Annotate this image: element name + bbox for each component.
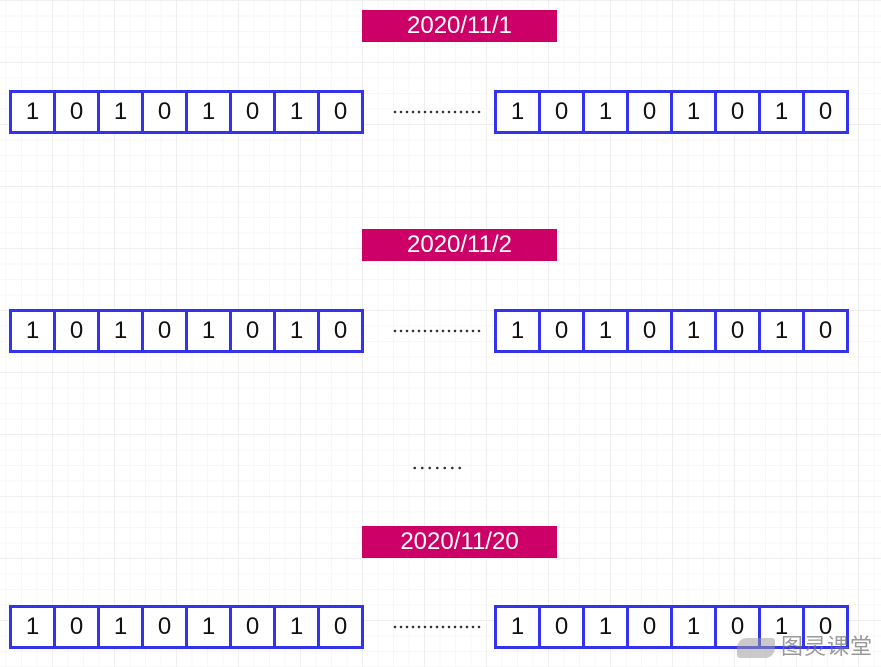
watermark-logo-icon <box>736 638 775 658</box>
bit-cell: 1 <box>9 309 56 353</box>
bit-array-left-3: 1 0 1 0 1 0 1 0 <box>9 605 385 649</box>
bit-cell: 0 <box>317 309 364 353</box>
bit-array-left-2: 1 0 1 0 1 0 1 0 <box>9 309 385 353</box>
bit-cell: 1 <box>185 605 232 649</box>
bit-cell: 1 <box>582 90 629 134</box>
bit-cell: 0 <box>802 309 849 353</box>
bit-cell: 0 <box>626 90 673 134</box>
bit-cell: 1 <box>670 309 717 353</box>
bit-array-right-1: 1 0 1 0 1 0 1 0 <box>494 90 870 134</box>
bit-cell: 1 <box>670 605 717 649</box>
bit-cell: 0 <box>714 309 761 353</box>
bit-cell: 1 <box>758 90 805 134</box>
bit-cell: 0 <box>141 90 188 134</box>
date-label-2: 2020/11/2 <box>362 229 557 261</box>
bit-cell: 0 <box>141 605 188 649</box>
watermark-text: 图灵课堂 <box>780 635 873 660</box>
bit-array-right-2: 1 0 1 0 1 0 1 0 <box>494 309 870 353</box>
date-label-1: 2020/11/1 <box>362 10 557 42</box>
bit-cell: 1 <box>273 90 320 134</box>
bit-cell: 1 <box>494 309 541 353</box>
bit-cell: 0 <box>538 605 585 649</box>
bit-cell: 0 <box>53 605 100 649</box>
bit-cell: 1 <box>582 605 629 649</box>
bit-array-right-3: 1 0 1 0 1 0 1 0 <box>494 605 870 649</box>
bit-cell: 1 <box>494 90 541 134</box>
bit-cell: 1 <box>185 309 232 353</box>
date-label-3: 2020/11/20 <box>362 526 557 558</box>
dotted-connector-3 <box>392 625 482 629</box>
bit-cell: 0 <box>317 605 364 649</box>
bit-cell: 0 <box>53 309 100 353</box>
bit-cell: 1 <box>273 309 320 353</box>
bit-cell: 1 <box>9 605 56 649</box>
watermark: 图灵课堂 <box>736 629 873 661</box>
bit-cell: 0 <box>538 90 585 134</box>
bit-cell: 1 <box>670 90 717 134</box>
bit-array-left-1: 1 0 1 0 1 0 1 0 <box>9 90 385 134</box>
bit-cell: 0 <box>538 309 585 353</box>
bit-cell: 0 <box>626 605 673 649</box>
bit-cell: 0 <box>626 309 673 353</box>
bit-cell: 0 <box>229 605 276 649</box>
bit-cell: 0 <box>802 605 849 649</box>
bit-cell: 1 <box>97 605 144 649</box>
bit-cell: 1 <box>97 309 144 353</box>
ellipsis-dots <box>411 466 463 470</box>
bit-cell: 1 <box>97 90 144 134</box>
bit-cell: 0 <box>229 309 276 353</box>
bit-cell: 0 <box>229 90 276 134</box>
dotted-connector-1 <box>392 110 482 114</box>
bit-cell: 1 <box>494 605 541 649</box>
bit-cell: 0 <box>141 309 188 353</box>
bit-cell: 0 <box>53 90 100 134</box>
bit-cell: 1 <box>9 90 56 134</box>
bit-cell: 0 <box>802 90 849 134</box>
bit-cell: 1 <box>185 90 232 134</box>
bit-cell: 1 <box>273 605 320 649</box>
bit-cell: 1 <box>758 309 805 353</box>
bit-cell: 1 <box>582 309 629 353</box>
bit-cell: 0 <box>317 90 364 134</box>
dotted-connector-2 <box>392 329 482 333</box>
bit-cell: 0 <box>714 90 761 134</box>
